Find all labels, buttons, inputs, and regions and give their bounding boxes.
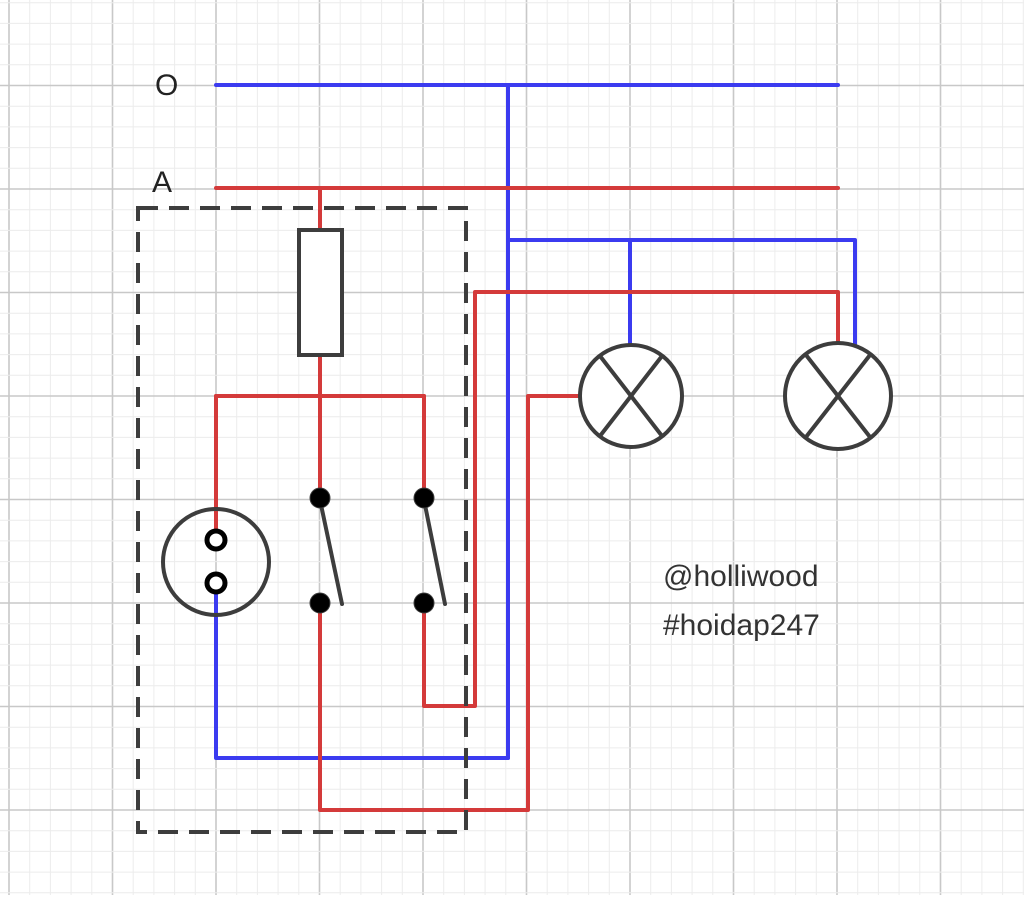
switch-1-bottom-terminal [309,592,331,614]
switch-1-top-terminal [309,487,331,509]
phase-switch2-to-lamp2 [422,290,840,708]
watermark-hashtag: #hoidap247 [663,609,820,642]
socket-hole-bottom [204,571,228,595]
lamp-icon [578,343,684,449]
neutral-line-label: O [155,69,178,102]
neutral-wires [214,83,857,760]
switch-2-top-terminal [413,487,435,509]
neutral-lamp-bus [506,238,857,347]
fuse-icon [297,228,344,357]
phase-wires [214,186,840,812]
control-box-outline [136,206,468,834]
lamp-icon [783,341,893,451]
neutral-socket-return [214,583,510,760]
phase-switch1-to-lamp1 [318,394,582,812]
switch-icon [309,487,344,614]
socket-hole-top [204,528,228,552]
watermark-handle: @holliwood [663,560,819,593]
switch-icon [413,487,447,614]
switch-2-bottom-terminal [413,592,435,614]
socket-icon [161,507,271,617]
phase-line-label: A [152,166,172,199]
